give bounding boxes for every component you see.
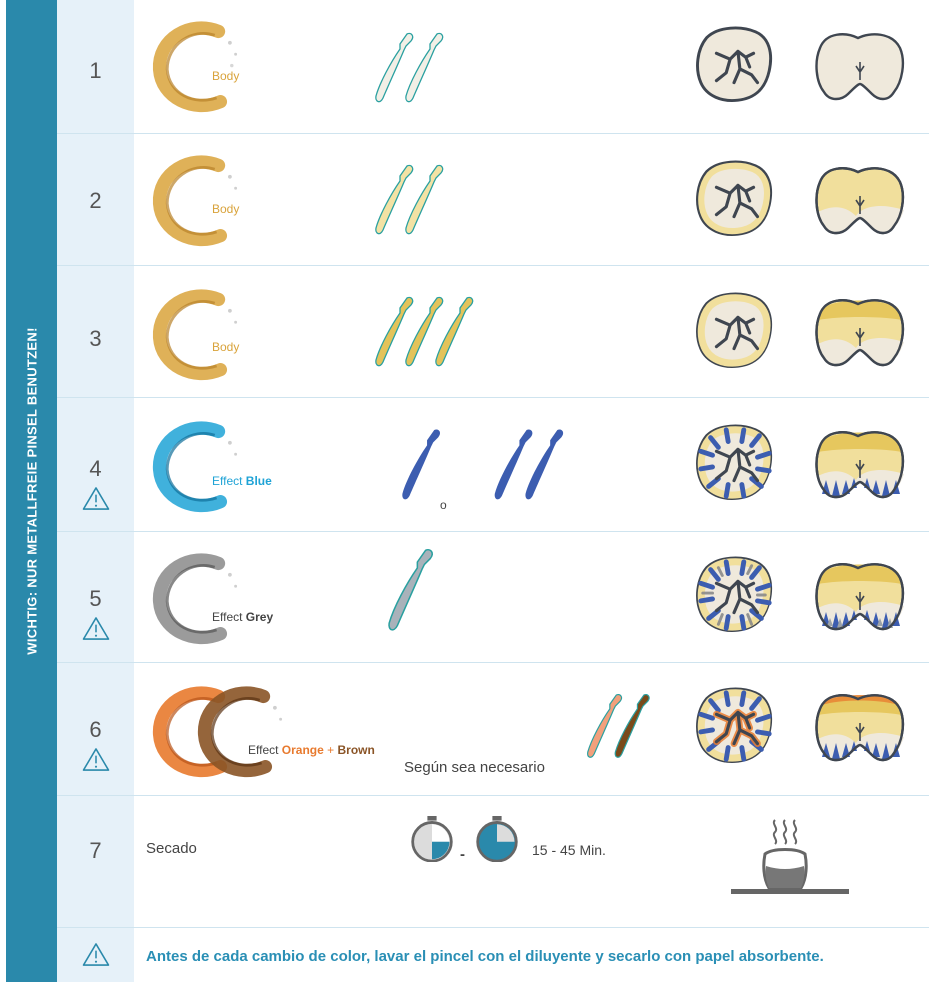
ring-label-prefix: Effect: [212, 610, 246, 624]
step-number: 1: [89, 58, 102, 83]
occlusal-tooth-icon: [696, 292, 773, 369]
footer-row: [57, 928, 929, 982]
step-number-cell: [57, 0, 134, 133]
blue-ring-icon: [152, 421, 238, 513]
front-tooth-icon: [815, 694, 905, 762]
ring-label: Body: [212, 69, 239, 83]
ring-label: Effect Orange + Brown: [248, 743, 375, 757]
gold-ring-icon: [152, 155, 238, 247]
step-row-3: 3 Body: [57, 266, 929, 398]
brown-ring-icon: [197, 686, 283, 778]
occlusal-tooth-icon: [696, 687, 773, 764]
ring-label-plus: +: [323, 743, 338, 757]
step-row-7: 7 Secado - 15 - 45 Min.: [57, 796, 929, 928]
step-number: 2: [89, 188, 102, 213]
ring-label: Body: [212, 202, 239, 216]
ring-label-orange: Orange: [281, 743, 324, 757]
step-number-cell: [57, 266, 134, 397]
ring-label-brown: Brown: [337, 743, 375, 757]
front-tooth-icon: [815, 33, 905, 101]
occlusal-tooth-icon: [696, 556, 773, 633]
brush-pair-icon: [375, 32, 444, 103]
brush-single-icon: [388, 548, 433, 631]
front-tooth-icon: [815, 167, 905, 235]
ring-label-main: Grey: [245, 610, 274, 624]
step-number-cell: [57, 532, 134, 662]
heated-vessel-icon: [731, 819, 849, 894]
step-number: 7: [89, 838, 102, 863]
ring-label-main: Body: [212, 202, 240, 216]
step-number: 5: [89, 586, 102, 611]
gold-ring-icon: [152, 289, 238, 381]
front-tooth-icon: [815, 299, 905, 367]
ring-label: Body: [212, 340, 239, 354]
step-number-cell: [57, 796, 134, 927]
occlusal-tooth-icon: [696, 424, 773, 501]
gold-ring-icon: [152, 21, 238, 113]
timer-threequarter-icon: [476, 816, 518, 862]
brush-triple-icon: [375, 296, 474, 367]
step-number: 4: [89, 456, 102, 481]
ring-label-main: Body: [212, 69, 240, 83]
warning-icon: [82, 748, 110, 771]
step-number-cell: [57, 663, 134, 795]
timer-separator: -: [460, 846, 465, 863]
ring-label-prefix: Effect: [212, 474, 246, 488]
brush-pair-icon: [494, 429, 564, 500]
ring-label: Effect Grey: [212, 610, 273, 624]
warning-icon: [82, 943, 110, 966]
grey-ring-icon: [152, 553, 238, 645]
sidebar-warning-text: WICHTIG: NUR METALLFREIE PINSEL BENUTZEN…: [24, 327, 39, 655]
front-tooth-icon: [815, 431, 905, 499]
warning-icon: [82, 487, 110, 510]
brush-pair-icon: [587, 693, 650, 758]
drying-label: Secado: [146, 840, 197, 857]
ring-label-main: Blue: [245, 474, 272, 488]
occlusal-tooth-icon: [696, 26, 773, 103]
step-row-6: 6 Effect Orange + Brown Según sea necesa…: [57, 663, 929, 796]
brush-pair-icon: [375, 164, 444, 235]
brush-or-text: o: [440, 498, 447, 512]
ring-label-main: Body: [212, 340, 240, 354]
step-row-5: 5 Effect Grey: [57, 532, 929, 663]
ring-label: Effect Blue: [212, 474, 272, 488]
occlusal-tooth-icon: [696, 160, 773, 237]
step-number-cell: [57, 134, 134, 265]
timer-quarter-icon: [411, 816, 453, 862]
orange-ring-icon: [152, 686, 228, 778]
sidebar-warning-banner: WICHTIG: NUR METALLFREIE PINSEL BENUTZEN…: [6, 0, 57, 982]
step-number: 3: [89, 326, 102, 351]
as-needed-text: Según sea necesario: [404, 759, 545, 776]
drying-duration: 15 - 45 Min.: [532, 842, 606, 858]
step-row-4: 4 Effect Blue o: [57, 398, 929, 532]
step-row-2: 2 Body: [57, 134, 929, 266]
footer-warning-cell: [57, 928, 134, 982]
step-row-1: 1 Body: [57, 0, 929, 134]
step-number: 6: [89, 717, 102, 742]
front-tooth-icon: [815, 563, 905, 631]
footer-instruction: Antes de cada cambio de color, lavar el …: [146, 948, 824, 965]
ring-label-prefix: Effect: [248, 743, 282, 757]
warning-icon: [82, 617, 110, 640]
